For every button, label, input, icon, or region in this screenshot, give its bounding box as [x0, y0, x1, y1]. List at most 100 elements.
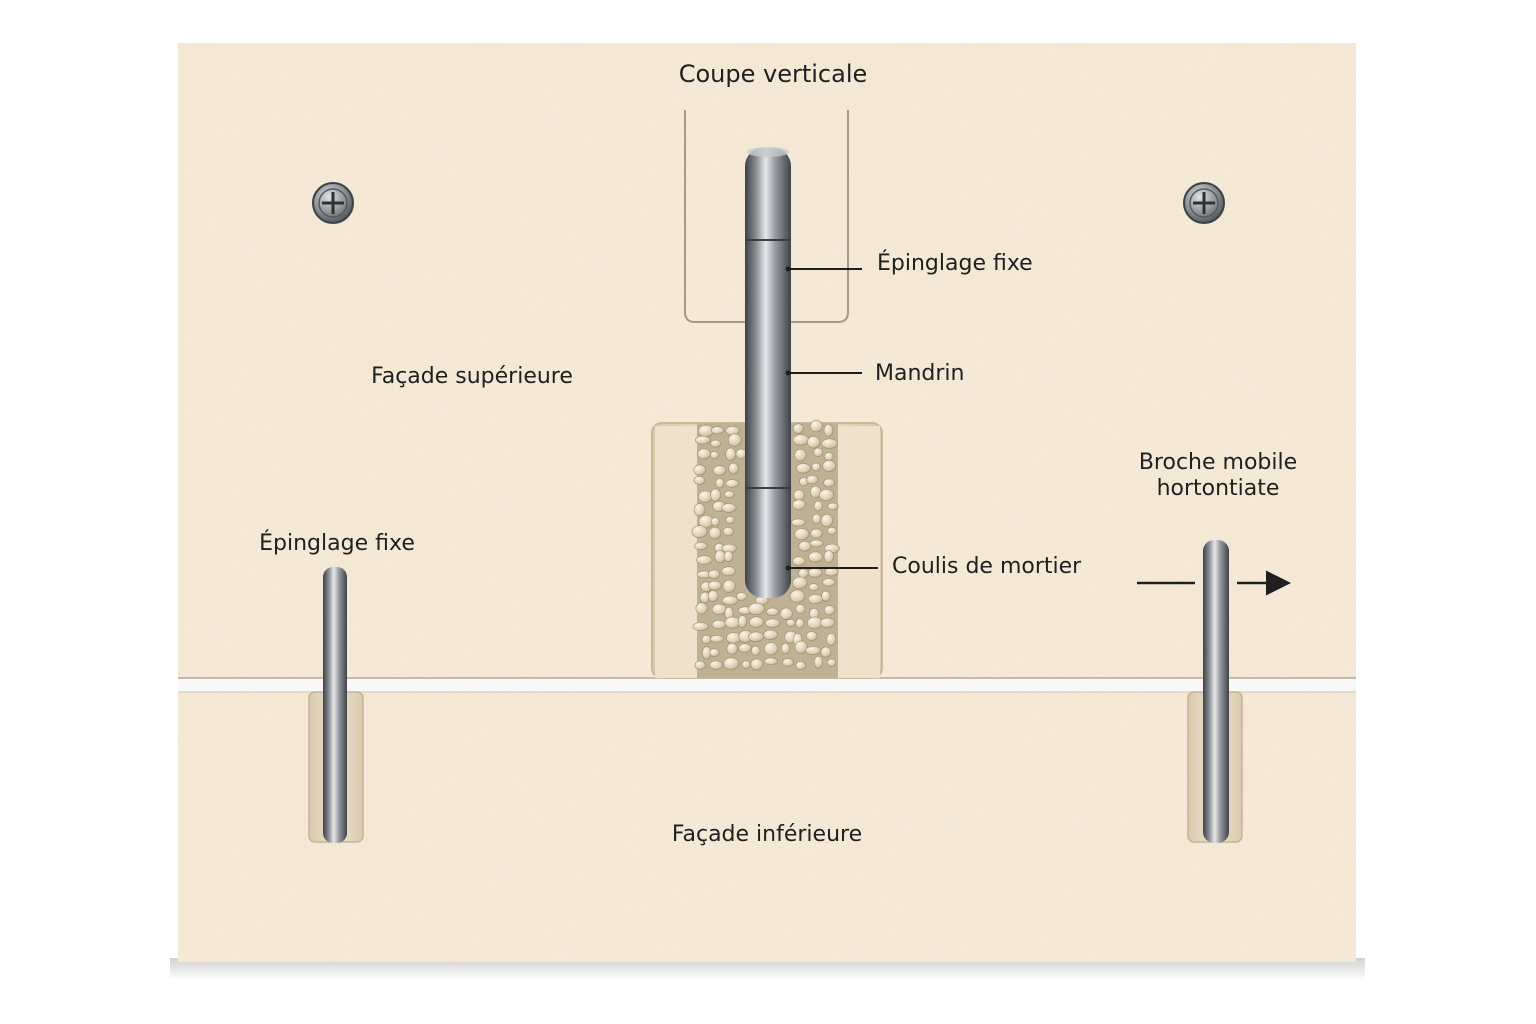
gravel-pebble [722, 579, 736, 593]
gravel-pebble [708, 648, 720, 657]
gravel-pebble [826, 658, 837, 667]
gravel-pebble [809, 420, 823, 433]
gravel-pebble [710, 517, 720, 527]
gravel-pebble [764, 657, 778, 666]
gravel-pebble [710, 451, 719, 459]
gravel-pebble [779, 607, 793, 620]
gravel-pebble [794, 448, 807, 462]
gravel-pebble [827, 502, 839, 511]
gravel-pebble [806, 475, 819, 485]
gravel-pebble [725, 479, 740, 488]
lower-panel-label: Façade inférieure [672, 822, 862, 847]
gravel-pebble [795, 603, 806, 614]
gravel-pebble [750, 658, 764, 671]
gravel-pebble [709, 634, 725, 643]
callout-pin-left: Épinglage fixe [259, 530, 415, 556]
gravel-pebble [795, 618, 805, 629]
gravel-pebble [823, 550, 834, 564]
gravel-pebble [723, 550, 734, 563]
gravel-pebble [792, 556, 806, 566]
callout-pin-top: Épinglage fixe [877, 250, 1033, 276]
gravel-pebble [794, 528, 810, 541]
gravel-pebble [819, 617, 836, 628]
gravel-pebble [826, 527, 838, 535]
gravel-pebble [813, 500, 823, 512]
gravel-pebble [707, 590, 719, 603]
gravel-pebble [723, 657, 740, 670]
gravel-pebble [724, 490, 735, 499]
gravel-pebble [813, 447, 824, 457]
gravel-pebble [792, 499, 806, 511]
panel-shadow [170, 958, 1365, 980]
gravel-pebble [721, 566, 737, 577]
gravel-pebble [741, 660, 751, 669]
callout-mandrel: Mandrin [875, 361, 964, 386]
gravel-pebble [813, 655, 824, 669]
gravel-pebble [763, 629, 778, 640]
screw-icon-left [312, 182, 354, 224]
gravel-pebble [726, 642, 738, 655]
gravel-pebble [793, 489, 805, 502]
mortar-pocket-right-wall [838, 426, 880, 678]
gravel-pebble [692, 622, 709, 631]
callout-movable-line2: hortontiate [1157, 476, 1280, 501]
gravel-pebble [794, 640, 808, 654]
right-movable-pin [1203, 540, 1229, 843]
gravel-pebble [737, 614, 748, 628]
gravel-pebble [781, 642, 791, 655]
screw-icon-right [1183, 182, 1225, 224]
gravel-pebble [710, 488, 721, 502]
gravel-pebble [823, 605, 836, 616]
gravel-pebble [727, 433, 742, 447]
gravel-pebble [694, 541, 708, 551]
callout-mortar: Coulis de mortier [892, 554, 1082, 579]
gravel-pebble [808, 583, 819, 592]
gravel-pebble [806, 436, 821, 449]
gravel-pebble [710, 426, 725, 435]
gravel-pebble [695, 602, 708, 615]
gravel-pebble [691, 525, 708, 539]
gravel-pebble [791, 518, 806, 527]
gravel-pebble [708, 526, 722, 540]
gravel-pebble [781, 658, 794, 667]
gravel-pebble [748, 616, 764, 628]
gravel-pebble [821, 438, 838, 449]
gravel-pebble [707, 580, 722, 591]
gravel-pebble [766, 607, 780, 616]
gravel-pebble [738, 643, 752, 653]
gravel-pebble [792, 576, 808, 590]
gravel-pebble [823, 478, 835, 488]
gravel-pebble [708, 569, 721, 579]
gravel-pebble [712, 465, 727, 476]
callout-movable-line1: Broche mobile [1139, 450, 1297, 475]
gravel-pebble [693, 475, 706, 485]
gravel-pebble [798, 540, 812, 552]
gravel-pebble [710, 439, 722, 448]
gravel-pebble [821, 590, 831, 602]
gravel-pebble [697, 448, 711, 460]
gravel-pebble [735, 592, 748, 601]
gravel-pebble [789, 589, 806, 603]
leader-lines [788, 268, 878, 569]
gravel-pebble [798, 568, 809, 579]
gravel-pebble [693, 464, 707, 476]
gravel-pebble [812, 513, 822, 524]
gravel-pebble [823, 423, 834, 437]
gravel-pebble [811, 462, 821, 472]
gravel-pebble [725, 447, 737, 461]
gravel-pebble [696, 555, 713, 565]
horizontal-joint [178, 678, 1356, 692]
lower-panel [178, 692, 1356, 962]
gravel-pebble [822, 578, 836, 587]
gravel-pebble [808, 551, 823, 563]
gravel-pebble [818, 489, 834, 502]
gravel-pebble [796, 463, 811, 474]
upper-panel-label: Façade supérieure [371, 364, 573, 389]
gravel-pebble [764, 618, 781, 628]
gravel-pebble [792, 434, 810, 446]
gravel-pebble [711, 619, 727, 630]
gravel-pebble [711, 603, 727, 615]
gravel-pebble [701, 634, 712, 645]
gravel-pebble [807, 594, 824, 604]
